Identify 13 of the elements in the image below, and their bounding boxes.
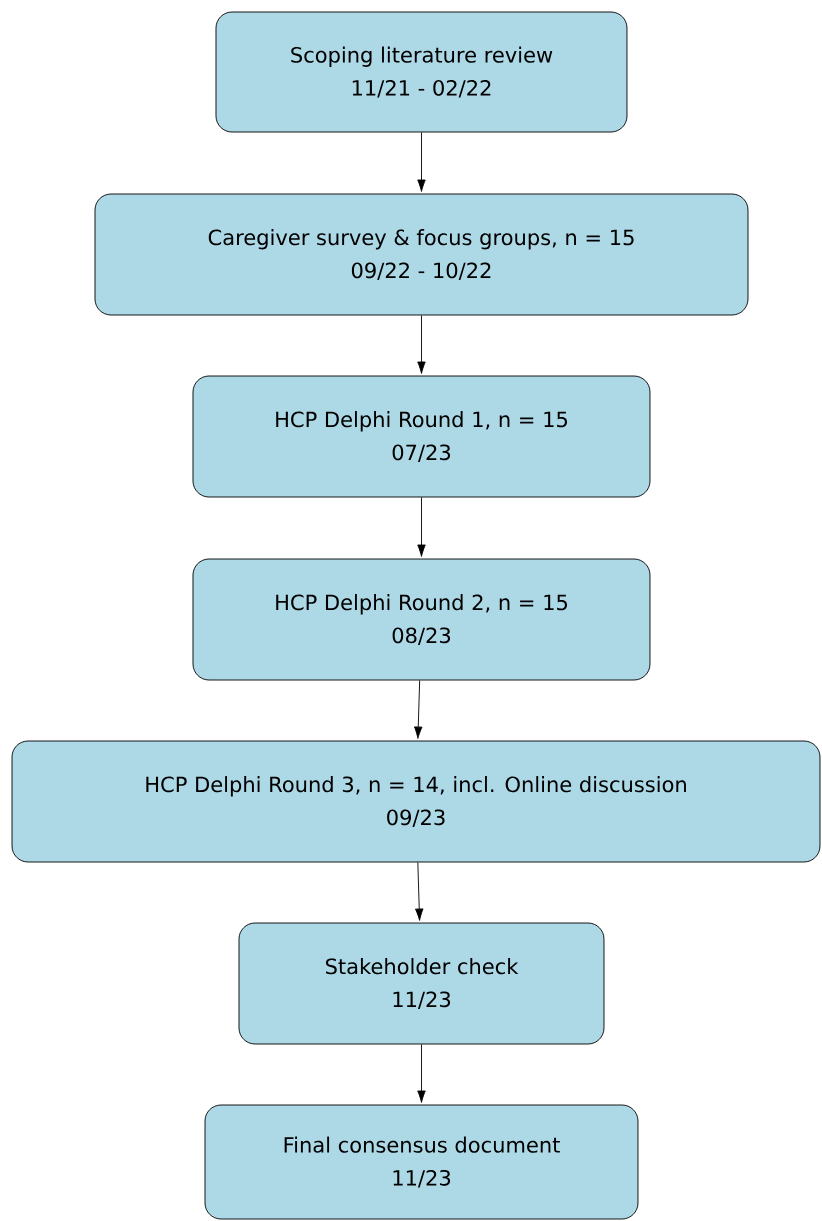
- process-box: Scoping literature review 11/21 - 02/22: [215, 11, 628, 133]
- process-box: Stakeholder check 11/23: [238, 922, 605, 1045]
- arrow: [417, 497, 426, 557]
- process-box: Caregiver survey & focus groups, n = 15 09/22 - 10/22: [94, 193, 749, 316]
- arrow: [414, 680, 423, 739]
- arrow: [417, 132, 426, 192]
- arrow: [417, 315, 426, 374]
- process-box: HCP Delphi Round 2, n = 15 08/23: [192, 558, 651, 681]
- arrow: [417, 1044, 426, 1103]
- arrow: [415, 862, 424, 921]
- process-box: HCP Delphi Round 3, n = 14, incl. Online discussion 09/23: [11, 740, 821, 863]
- process-box: Final consensus document 11/23: [204, 1104, 639, 1220]
- process-box: HCP Delphi Round 1, n = 15 07/23: [192, 375, 651, 498]
